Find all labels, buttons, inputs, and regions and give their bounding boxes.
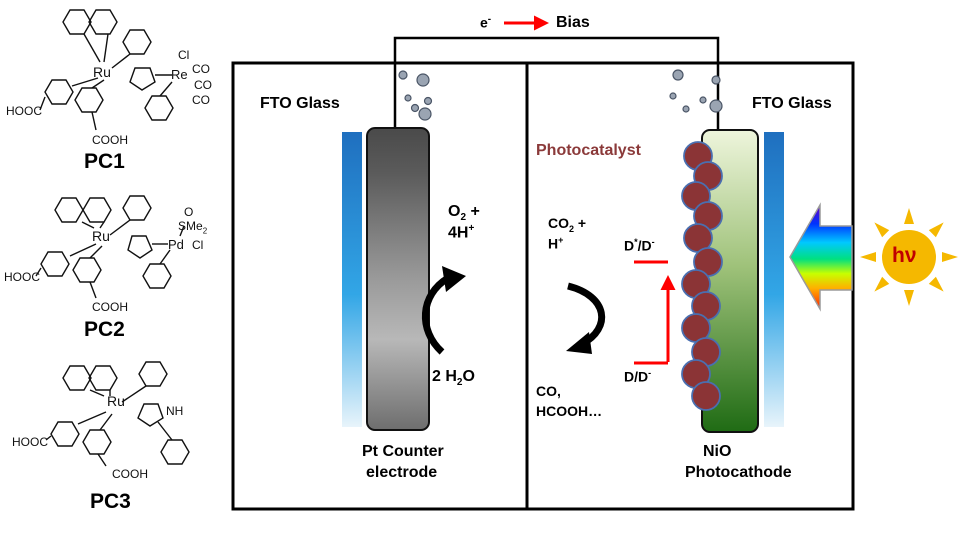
right-cycle-arrow: [566, 282, 606, 354]
pc2-pd: Pd: [168, 237, 184, 252]
water-reactant-label: 2 H2O: [432, 368, 475, 389]
pc1-label: PC1: [84, 150, 125, 173]
nio-label-2: Photocathode: [685, 464, 792, 481]
left-cycle-arrow: [421, 266, 466, 355]
molecule-pc1: [39, 9, 174, 131]
pc1-cl: Cl: [178, 48, 190, 62]
bias-label: Bias: [556, 14, 590, 31]
pc1-cooh: COOH: [92, 133, 128, 147]
proton-reactant-label: H+: [548, 235, 564, 252]
pt-counter-label-1: Pt Counter: [362, 443, 444, 460]
proton-product-label: 4H+: [448, 223, 475, 242]
bubbles-left: [398, 70, 433, 121]
o2-product-label: O2 +: [448, 203, 480, 224]
photocatalyst-label: Photocatalyst: [536, 142, 641, 159]
co2-reactant-label: CO2 +: [548, 215, 587, 234]
light-arrow: [789, 202, 853, 312]
pc3-nh: NH: [166, 404, 184, 418]
molecule-pc2: [35, 195, 185, 299]
right-fto-glass-label: FTO Glass: [752, 95, 832, 112]
pc1-co-3: CO: [192, 93, 210, 107]
excited-level-label: D*/D-: [624, 237, 655, 254]
pc2-cooh: COOH: [92, 300, 128, 314]
co-product-label: CO,: [536, 383, 561, 399]
nio-label-1: NiO: [703, 443, 732, 460]
pc3-cooh: COOH: [112, 467, 148, 481]
pc2-ru: Ru: [92, 228, 110, 244]
pc2-sme2: SMe2: [178, 219, 208, 236]
pc3-label: PC3: [90, 490, 131, 513]
pc1-ru: Ru: [93, 64, 111, 80]
sun-icon: [860, 208, 958, 306]
pc1-co-1: CO: [192, 62, 210, 76]
cell-container: [231, 61, 855, 511]
bubbles-right: [669, 69, 723, 113]
pc2-label: PC2: [84, 318, 125, 341]
pc2-cl: Cl: [192, 238, 204, 252]
molecule-pc3: [45, 361, 190, 467]
pc3-hooc: HOOC: [12, 435, 48, 449]
bias-wire: [393, 15, 720, 132]
pt-counter-label-2: electrode: [366, 464, 438, 481]
photocatalyst-particles: [681, 141, 723, 411]
electron-label: e-: [480, 14, 492, 31]
left-fto-glass-label: FTO Glass: [260, 95, 340, 112]
left-fto-glass: [342, 132, 362, 427]
pc2-o: O: [184, 205, 194, 219]
ground-level-label: D/D-: [624, 368, 652, 385]
pc3-ru: Ru: [107, 393, 125, 409]
energy-levels: [634, 260, 676, 365]
pc1-co-2: CO: [194, 78, 212, 92]
pt-counter-electrode: [366, 127, 430, 431]
photon-label: hν: [892, 244, 917, 267]
pc2-hooc: HOOC: [4, 270, 40, 284]
pc1-re: Re: [171, 67, 188, 82]
pc1-hooc: HOOC: [6, 104, 42, 118]
hcooh-product-label: HCOOH…: [536, 403, 603, 419]
right-fto-glass: [764, 132, 784, 427]
